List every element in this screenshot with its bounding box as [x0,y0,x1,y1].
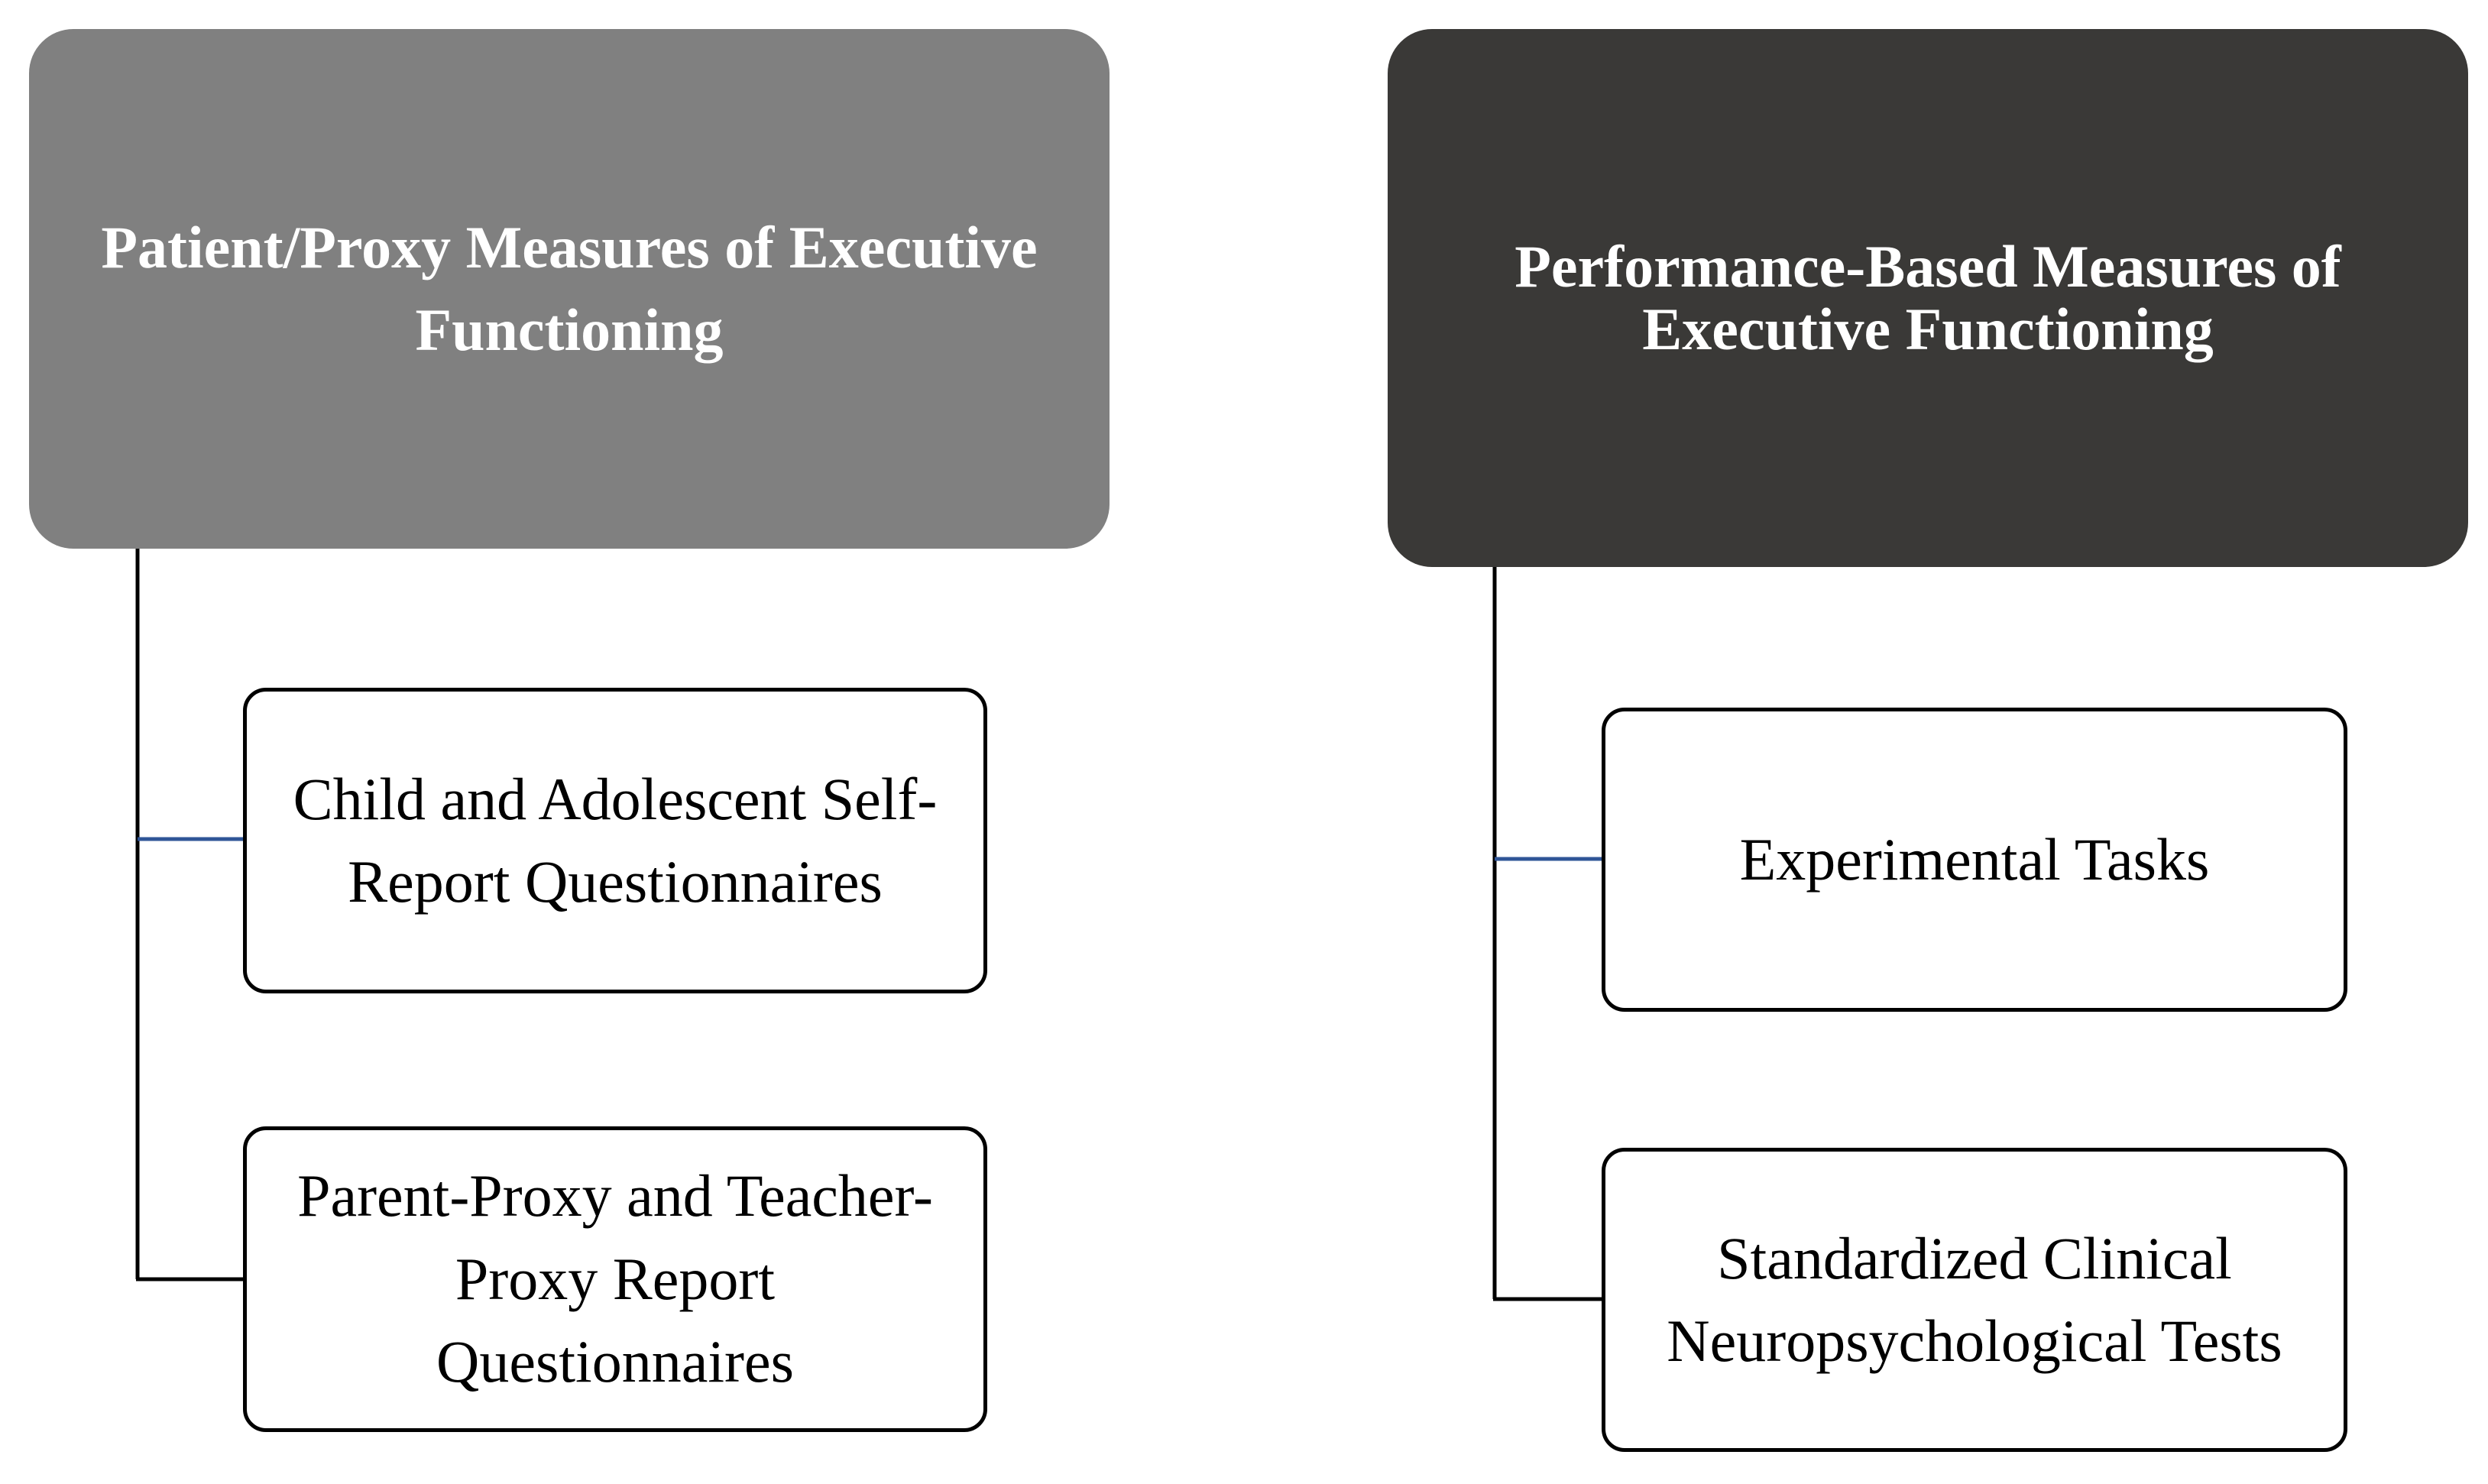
neuropsych-tests-text: Standardized Clinical Neuropsychological… [1667,1224,2282,1374]
proxy-report-box: Parent-Proxy and Teacher-Proxy Report Qu… [243,1126,987,1432]
experimental-tasks-text: Experimental Tasks [1739,825,2210,893]
self-report-text: Child and Adolescent Self-Report Questio… [293,765,938,915]
performance-based-header-text: Performance-Based Measures of Executive … [1515,233,2341,362]
patient-proxy-header-text: Patient/Proxy Measures of Executive Func… [101,214,1038,363]
experimental-tasks-box: Experimental Tasks [1602,708,2347,1012]
neuropsych-tests-box: Standardized Clinical Neuropsychological… [1602,1148,2347,1452]
proxy-report-text: Parent-Proxy and Teacher-Proxy Report Qu… [297,1162,933,1395]
self-report-box: Child and Adolescent Self-Report Questio… [243,688,987,993]
performance-based-header-box: Performance-Based Measures of Executive … [1388,29,2468,567]
patient-proxy-header-box: Patient/Proxy Measures of Executive Func… [29,29,1110,549]
